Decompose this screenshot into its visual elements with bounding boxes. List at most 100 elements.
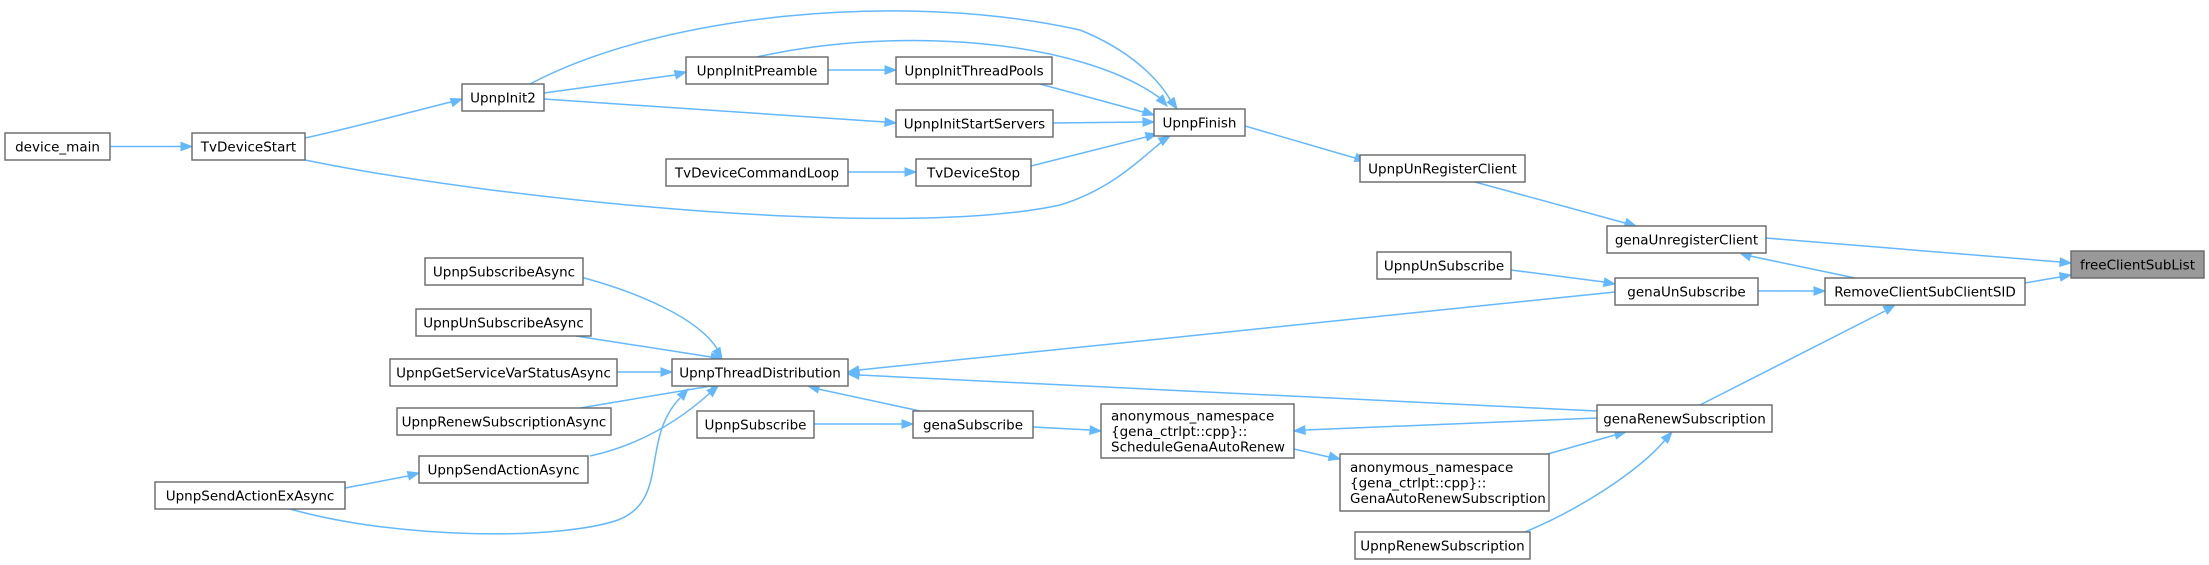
- node-UpnpGetServiceVarStatusAsync[interactable]: UpnpGetServiceVarStatusAsync: [389, 358, 618, 387]
- node-UpnpSubscribeAsync[interactable]: UpnpSubscribeAsync: [424, 257, 584, 286]
- node-box: [895, 56, 1053, 85]
- node-label: UpnpSubscribe: [705, 418, 807, 434]
- node-box: [461, 83, 545, 112]
- edge-line: [1765, 237, 2061, 263]
- edge-remove-free: [2024, 272, 2073, 284]
- node-box: [2070, 250, 2205, 279]
- edge-getsvar-thread: [617, 367, 674, 377]
- node-genaUnregisterClient[interactable]: genaUnregisterClient: [1606, 225, 1767, 254]
- edge-finish-unreg: [1244, 125, 1368, 163]
- node-UpnpInitThreadPools[interactable]: UpnpInitThreadPools: [895, 56, 1053, 85]
- node-UpnpUnSubscribe[interactable]: UpnpUnSubscribe: [1376, 251, 1512, 280]
- edge-genasub-schedule: [1032, 425, 1103, 435]
- edge-arrowhead: [676, 387, 689, 401]
- edge-arrowhead: [1157, 135, 1172, 147]
- node-label: UpnpSendActionAsync: [427, 463, 579, 479]
- node-UpnpUnSubscribeAsync[interactable]: UpnpUnSubscribeAsync: [415, 308, 592, 337]
- edge-line: [529, 10, 1173, 104]
- edge-init2-startsrv: [543, 98, 898, 127]
- node-label: UpnpInit2: [470, 91, 536, 107]
- node-label: UpnpSendActionExAsync: [166, 489, 335, 505]
- node-TvDeviceStop[interactable]: TvDeviceStop: [915, 158, 1032, 187]
- node-box: [895, 109, 1054, 138]
- node-UpnpRenewSubscriptionAsync[interactable]: UpnpRenewSubscriptionAsync: [396, 407, 612, 436]
- node-box: [424, 257, 584, 286]
- node-freeClientSubList[interactable]: freeClientSubList: [2070, 250, 2205, 279]
- edge-arrowhead: [406, 471, 421, 481]
- node-box: [418, 455, 589, 484]
- node-box: [1824, 277, 2026, 306]
- edge-line: [344, 475, 409, 489]
- node-label: device_main: [15, 140, 100, 156]
- node-UpnpThreadDistribution[interactable]: UpnpThreadDistribution: [671, 358, 849, 387]
- node-label: UpnpGetServiceVarStatusAsync: [396, 366, 611, 382]
- node-UpnpInitPreamble[interactable]: UpnpInitPreamble: [685, 56, 829, 85]
- edge-line: [858, 374, 1598, 412]
- edge-line: [304, 138, 1166, 220]
- edge-line: [575, 335, 712, 358]
- edge-line: [1510, 269, 1605, 283]
- node-box: [696, 410, 815, 439]
- edge-genasub-thread: [806, 384, 921, 412]
- node-label: anonymous_namespace: [1111, 409, 1274, 425]
- node-genaSubscribe[interactable]: genaSubscribe: [912, 410, 1034, 439]
- node-TvDeviceCommandLoop[interactable]: TvDeviceCommandLoop: [665, 158, 849, 187]
- node-device_main[interactable]: device_main: [4, 132, 111, 161]
- node-label: UpnpUnSubscribeAsync: [423, 316, 584, 332]
- node-label: TvDeviceStop: [926, 166, 1020, 182]
- edge-arrowhead: [1327, 451, 1342, 461]
- node-ScheduleGenaAutoRenew[interactable]: anonymous_namespace{gena_ctrlpt::cpp}::S…: [1100, 403, 1295, 459]
- edge-line: [1474, 181, 1626, 224]
- node-UpnpInit2[interactable]: UpnpInit2: [461, 83, 545, 112]
- node-box: [191, 132, 306, 161]
- edge-line: [1699, 310, 1886, 406]
- edge-genaunreg-free: [1765, 237, 2073, 267]
- node-box: [1153, 108, 1246, 137]
- node-box: [1376, 251, 1512, 280]
- node-label: freeClientSubList: [2080, 258, 2195, 274]
- node-UpnpFinish[interactable]: UpnpFinish: [1153, 108, 1246, 137]
- edge-arrowhead: [1155, 94, 1168, 108]
- node-box: [912, 410, 1034, 439]
- edge-arrowhead: [904, 167, 918, 177]
- node-label: TvDeviceCommandLoop: [674, 166, 839, 182]
- node-label: genaUnSubscribe: [1627, 285, 1745, 301]
- node-UpnpUnRegisterClient[interactable]: UpnpUnRegisterClient: [1359, 154, 1526, 183]
- node-GenaAutoRenewSubscription[interactable]: anonymous_namespace{gena_ctrlpt::cpp}::G…: [1339, 453, 1550, 512]
- edge-cmdloop-stop: [848, 167, 918, 177]
- node-UpnpSendActionAsync[interactable]: UpnpSendActionAsync: [418, 455, 589, 484]
- edge-sendex-thread: [289, 387, 689, 535]
- node-UpnpInitStartServers[interactable]: UpnpInitStartServers: [895, 109, 1054, 138]
- edge-tvstart-init2: [304, 97, 464, 139]
- node-box: [1354, 531, 1531, 560]
- edge-init2-finish: [529, 10, 1178, 111]
- node-genaRenewSubscription[interactable]: genaRenewSubscription: [1596, 404, 1773, 433]
- edge-schedule-gar: [1293, 448, 1342, 461]
- edge-renew-remove: [1699, 304, 1897, 406]
- node-RemoveClientSubClientSID[interactable]: RemoveClientSubClientSID: [1824, 277, 2026, 306]
- edge-line: [1032, 426, 1091, 431]
- edge-genaunsub-thread: [846, 291, 1616, 375]
- edge-line: [289, 397, 681, 535]
- node-label: genaSubscribe: [923, 418, 1023, 434]
- node-UpnpSendActionExAsync[interactable]: UpnpSendActionExAsync: [154, 481, 346, 510]
- edge-arrowhead: [1602, 277, 1617, 287]
- node-TvDeviceStart[interactable]: TvDeviceStart: [191, 132, 306, 161]
- edge-line: [1304, 417, 1598, 431]
- node-UpnpRenewSubscription[interactable]: UpnpRenewSubscription: [1354, 531, 1531, 560]
- node-box: [4, 132, 111, 161]
- node-box: [685, 56, 829, 85]
- node-box: [415, 308, 592, 337]
- node-label: TvDeviceStart: [200, 140, 296, 156]
- node-genaUnSubscribe[interactable]: genaUnSubscribe: [1614, 277, 1759, 306]
- node-UpnpSubscribe[interactable]: UpnpSubscribe: [696, 410, 815, 439]
- edge-subasync-thread: [555, 270, 723, 361]
- edge-arrowhead: [884, 65, 898, 75]
- edge-arrowhead: [2059, 257, 2073, 267]
- edge-remove-genaunreg: [1738, 251, 1856, 279]
- edge-line: [2024, 276, 2061, 284]
- node-label: anonymous_namespace: [1350, 460, 1513, 476]
- edge-line: [1244, 125, 1356, 159]
